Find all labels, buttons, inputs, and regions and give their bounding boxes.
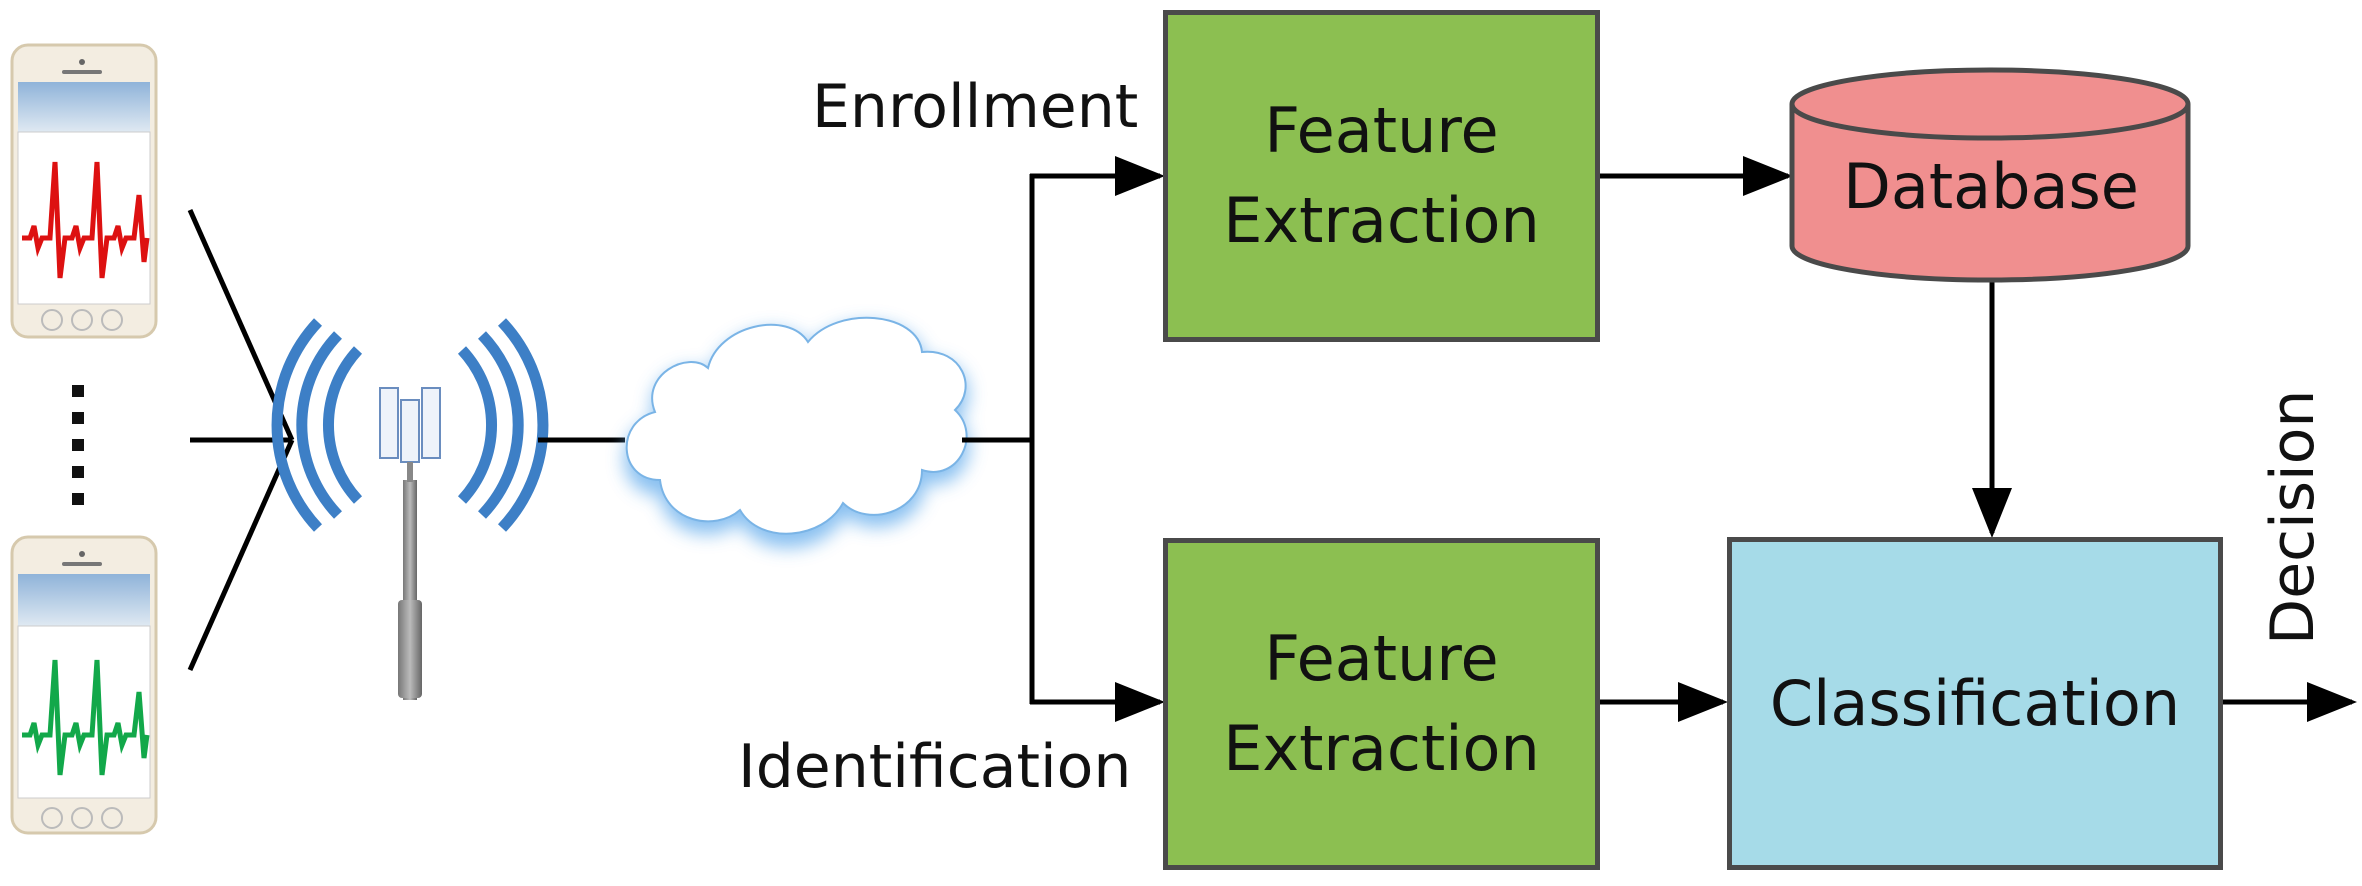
box-label: Feature: [1264, 94, 1499, 168]
ecg-waveform-icon: [22, 659, 150, 776]
smartphone-icon: [10, 43, 158, 339]
smartphone-icon: [10, 535, 158, 835]
feature-extraction-enrollment-box: Feature Extraction: [1163, 10, 1600, 342]
identification-label: Identification: [738, 732, 1132, 802]
antenna-tower-icon: [271, 318, 549, 700]
database-label: Database: [1843, 150, 2139, 223]
database-cylinder-icon: [1789, 67, 2191, 283]
box-label: Classification: [1769, 666, 2181, 740]
cloud-icon: [624, 316, 970, 548]
ecg-waveform-icon: [22, 161, 150, 279]
box-label: Extraction: [1223, 184, 1540, 257]
enrollment-label: Enrollment: [812, 72, 1139, 142]
decision-label: Decision: [2258, 389, 2328, 645]
feature-extraction-identification-box: Feature Extraction: [1163, 538, 1600, 870]
classification-box: Classification: [1727, 537, 2223, 870]
box-label: Feature: [1264, 622, 1499, 696]
box-label: Extraction: [1223, 712, 1540, 785]
more-devices-ellipsis: [72, 385, 84, 505]
